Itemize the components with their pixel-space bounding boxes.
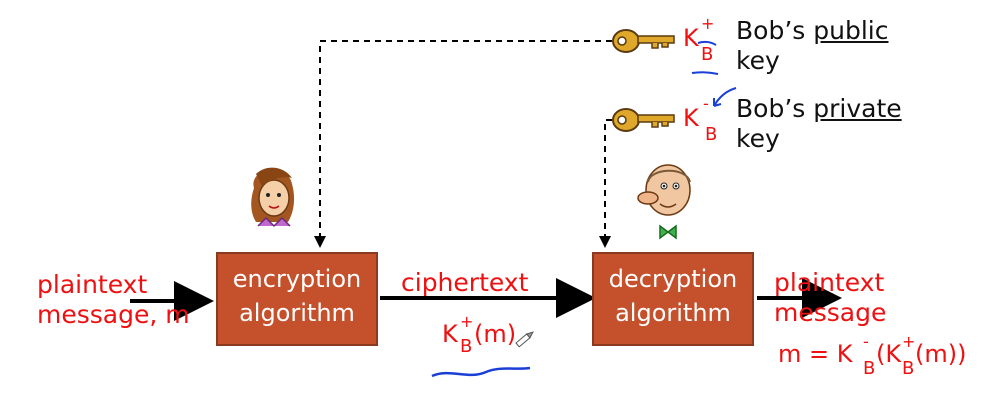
equation-prefix: m = K: [778, 340, 853, 368]
decryption-algorithm-box: decryption algorithm: [592, 252, 754, 346]
private-key-sub: B: [705, 124, 718, 145]
output-plaintext-line1: plaintext: [774, 268, 885, 297]
private-key-word: private: [813, 94, 902, 123]
arrow-annotation: [713, 87, 737, 107]
input-plaintext-line2: message, m: [37, 300, 190, 329]
public-key-sub: B: [701, 44, 714, 65]
decryption-box-line2: algorithm: [615, 299, 731, 327]
public-key-dashed-line: [319, 40, 612, 242]
underline-annotation: [697, 40, 717, 46]
ciphertext-label: ciphertext: [401, 268, 529, 297]
public-key-symbol: K + B: [683, 16, 723, 70]
ciphertext-key-sub: B: [460, 336, 473, 357]
private-key-symbol: K - B: [683, 96, 723, 150]
key-icon: [612, 108, 675, 132]
equation-mid: (K: [876, 340, 902, 368]
output-plaintext-label: plaintext message: [774, 268, 886, 328]
public-key-line2: key: [736, 46, 780, 75]
public-key-owner: Bob’s: [736, 16, 806, 45]
public-key-word: public: [813, 16, 889, 45]
private-key-sup: -: [703, 94, 709, 113]
equation-sub1: B: [863, 358, 876, 379]
private-key-letter: K: [683, 104, 699, 132]
public-key-label: Bob’s public key: [736, 16, 888, 76]
input-plaintext-label: plaintext message, m: [37, 270, 190, 330]
decryption-equation: m = K - B (K + B (m)): [778, 334, 978, 394]
alice-icon: [251, 167, 295, 228]
encryption-algorithm-box: encryption algorithm: [216, 252, 378, 346]
private-key-owner: Bob’s: [736, 94, 806, 123]
public-key-letter: K: [683, 24, 699, 52]
public-key-sup: +: [701, 14, 715, 33]
equation-sup1: -: [863, 332, 869, 351]
ciphertext-arg: (m): [474, 320, 517, 348]
encryption-box-line1: encryption: [232, 265, 362, 293]
decryption-box-line1: decryption: [608, 265, 738, 293]
ciphertext-key-sup: +: [460, 312, 474, 331]
private-key-label: Bob’s private key: [736, 94, 902, 154]
bob-icon: [637, 164, 691, 240]
encryption-box-line2: algorithm: [239, 299, 355, 327]
ciphertext-key-letter: K: [442, 320, 458, 348]
underline-annotation: [431, 366, 531, 378]
equation-suffix: (m)): [915, 340, 967, 368]
private-key-dashed-arrowhead: [599, 236, 611, 248]
key-icon: [612, 29, 675, 53]
private-key-line2: key: [736, 124, 780, 153]
output-plaintext-line2: message: [774, 298, 887, 327]
private-key-dashed-line: [604, 119, 612, 242]
ciphertext-formula: K + B (m): [442, 312, 552, 366]
public-key-dashed-arrowhead: [314, 236, 326, 248]
underline-annotation: [691, 71, 719, 75]
equation-sup2: +: [902, 332, 916, 351]
input-plaintext-line1: plaintext: [37, 270, 148, 299]
equation-sub2: B: [902, 358, 915, 379]
pencil-icon: [515, 331, 534, 348]
